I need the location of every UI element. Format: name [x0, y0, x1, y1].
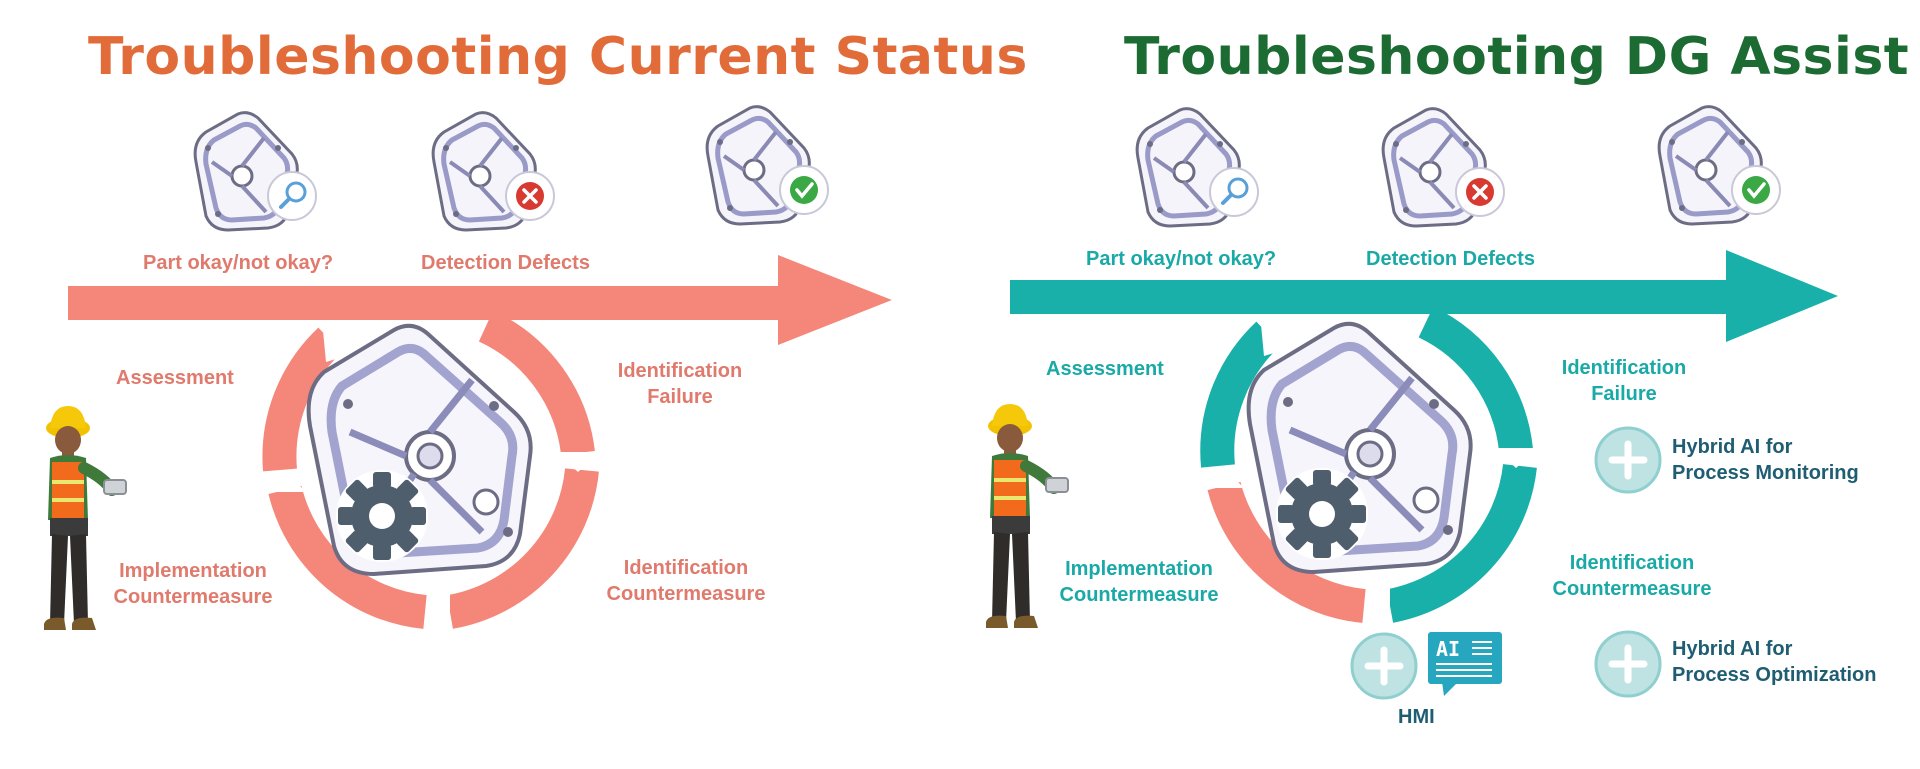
label-identification-failure-line2: Failure [1591, 383, 1657, 405]
left-cycle-ring [262, 310, 599, 629]
left-panel [44, 107, 892, 632]
part-inspect-icon [195, 113, 317, 230]
label-implementation-line2: Countermeasure [1059, 584, 1219, 606]
right-ring-notches [1200, 314, 1538, 626]
label-implementation-line1: Implementation [1065, 558, 1213, 580]
label-part-ok: Part okay/not okay? [1086, 248, 1277, 270]
part-defect-icon [1383, 109, 1505, 226]
addon-monitoring-line1: Hybrid AI for [1672, 436, 1793, 458]
addon-optimization-line2: Process Optimization [1672, 664, 1877, 686]
label-identification-failure: Identification Failure [612, 358, 748, 410]
part-inspect-icon [1137, 109, 1259, 226]
label-assessment: Assessment [116, 367, 234, 389]
label-implementation-line1: Implementation [119, 560, 267, 582]
label-detection-defects: Detection Defects [421, 252, 590, 274]
label-identification-failure: Identification Failure [1556, 355, 1692, 407]
plus-icon [1594, 426, 1662, 494]
ai-chat-icon: AI [1428, 632, 1502, 696]
plus-icon [1594, 630, 1662, 698]
label-part-ok: Part okay/not okay? [143, 252, 334, 274]
right-cycle-ring [1200, 306, 1537, 623]
left-process-arrow [68, 255, 892, 345]
label-ident-cm-line1: Identification [623, 557, 749, 579]
label-ident-cm-line2: Countermeasure [606, 583, 766, 605]
gear-part-icon [1249, 324, 1471, 572]
left-title: Troubleshooting Current Status [88, 27, 1028, 87]
part-ok-icon [707, 107, 829, 224]
label-assessment: Assessment [1046, 358, 1164, 380]
label-implementation-line2: Countermeasure [113, 586, 273, 608]
addon-optimization-line1: Hybrid AI for [1672, 638, 1793, 660]
ai-badge: AI [1436, 637, 1460, 661]
label-identification-failure-line2: Failure [647, 386, 713, 408]
right-panel: AI [986, 107, 1838, 700]
part-ok-icon [1659, 107, 1781, 224]
label-identification-failure-line1: Identification [617, 360, 743, 382]
addon-monitoring-line2: Process Monitoring [1672, 462, 1859, 484]
addon-process-optimization: Hybrid AI for Process Optimization [1672, 636, 1877, 688]
right-process-arrow [1010, 250, 1838, 342]
label-implementation-countermeasure: Implementation Countermeasure [108, 558, 278, 610]
label-ident-cm-line2: Countermeasure [1552, 578, 1712, 600]
label-ident-cm-line1: Identification [1569, 552, 1695, 574]
gear-part-icon [309, 326, 531, 574]
right-title: Troubleshooting DG Assist [1124, 27, 1910, 87]
addon-hmi-label: HMI [1398, 706, 1435, 728]
part-defect-icon [433, 113, 555, 230]
label-identification-countermeasure: Identification Countermeasure [598, 555, 774, 607]
label-implementation-countermeasure: Implementation Countermeasure [1054, 556, 1224, 608]
label-detection-defects: Detection Defects [1366, 248, 1535, 270]
addon-process-monitoring: Hybrid AI for Process Monitoring [1672, 434, 1859, 486]
label-identification-countermeasure: Identification Countermeasure [1544, 550, 1720, 602]
left-ring-notches [262, 320, 600, 632]
plus-icon [1350, 632, 1418, 700]
label-identification-failure-line1: Identification [1561, 357, 1687, 379]
